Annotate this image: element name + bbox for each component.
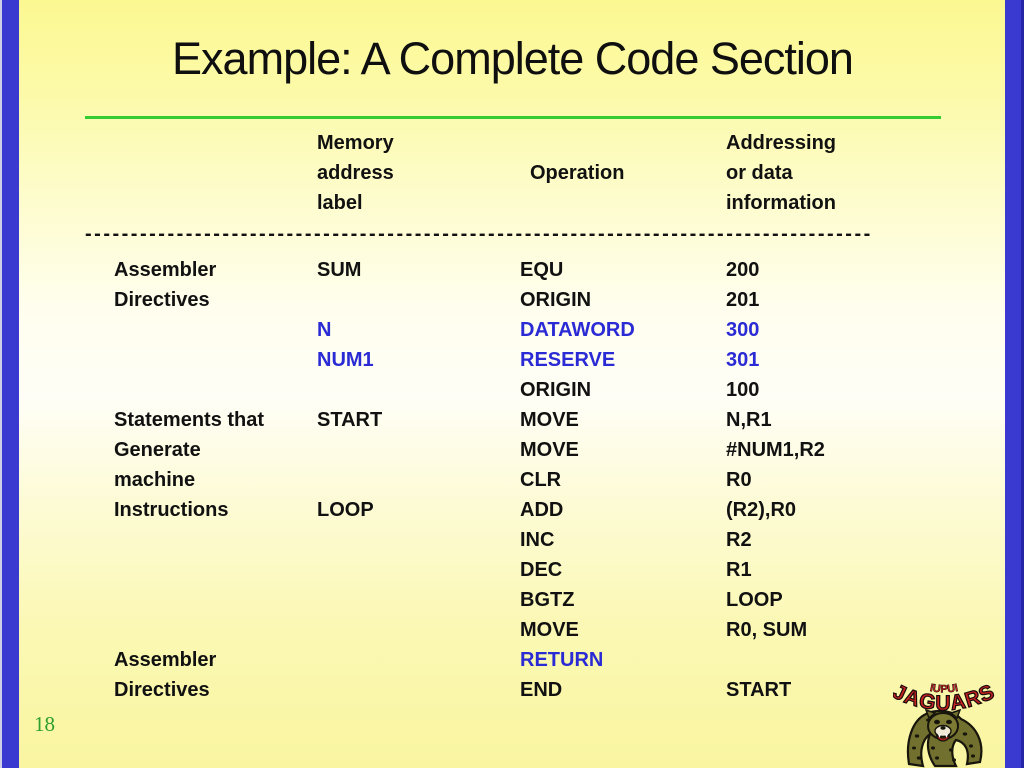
operand-cell: R0 <box>726 469 752 491</box>
header-line-information: information <box>726 192 836 214</box>
table-row: N DATAWORD 300 <box>0 315 1024 345</box>
operand-cell: R1 <box>726 559 752 581</box>
operation-cell: DATAWORD <box>520 319 635 341</box>
operation-cell: MOVE <box>520 619 579 641</box>
header-line-memory: Memory <box>317 132 394 154</box>
operand-cell: LOOP <box>726 589 783 611</box>
section-label-cell: Statements that <box>114 409 265 431</box>
operation-cell: BGTZ <box>520 589 575 611</box>
right-border-bar <box>1005 0 1024 768</box>
table-row: Assembler RETURN <box>0 645 1024 675</box>
operand-cell: (R2),R0 <box>726 499 797 521</box>
table-row: DEC R1 <box>0 555 1024 585</box>
table-row: Statements that START MOVE N,R1 <box>0 405 1024 435</box>
page-number: 18 <box>34 712 55 736</box>
header-line-label: label <box>317 192 363 214</box>
addressing-information-header: Addressing or data information <box>726 128 836 218</box>
table-row: MOVE R0, SUM <box>0 615 1024 645</box>
operation-header: Operation <box>530 162 625 184</box>
operation-cell: CLR <box>520 469 562 491</box>
operand-cell: R0, SUM <box>726 619 808 641</box>
table-row: Instructions LOOP ADD (R2),R0 <box>0 495 1024 525</box>
operation-cell: RETURN <box>520 649 604 671</box>
svg-text:IUPUI: IUPUI <box>929 682 959 695</box>
address-label-cell: NUM1 <box>317 349 374 371</box>
table-row: BGTZ LOOP <box>0 585 1024 615</box>
operation-cell: ADD <box>520 499 564 521</box>
header-line-or-data: or data <box>726 162 793 184</box>
table-row: Generate MOVE #NUM1,R2 <box>0 435 1024 465</box>
operation-cell: DEC <box>520 559 563 581</box>
address-label-cell: LOOP <box>317 499 374 521</box>
table-row: Directives END START <box>0 675 1024 705</box>
address-label-cell: START <box>317 409 383 431</box>
address-label-cell: N <box>317 319 332 341</box>
table-row: Directives ORIGIN 201 <box>0 285 1024 315</box>
operand-cell: 100 <box>726 379 760 401</box>
section-label-cell: Instructions <box>114 499 229 521</box>
address-label-cell: SUM <box>317 259 362 281</box>
operand-cell: 301 <box>726 349 760 371</box>
operand-cell: #NUM1,R2 <box>726 439 825 461</box>
jaguar-figure <box>906 708 983 768</box>
table-row: machine CLR R0 <box>0 465 1024 495</box>
section-label-cell: machine <box>114 469 196 491</box>
section-label-cell: Directives <box>114 679 210 701</box>
logo-school-text: IUPUI <box>929 682 960 696</box>
operand-cell: START <box>726 679 792 701</box>
operation-cell: END <box>520 679 563 701</box>
operation-cell: ORIGIN <box>520 379 592 401</box>
header-line-addressing: Addressing <box>726 132 837 154</box>
section-label-cell: Directives <box>114 289 210 311</box>
operation-cell: MOVE <box>520 409 579 431</box>
table-row: Assembler SUM EQU 200 <box>0 255 1024 285</box>
operation-cell: EQU <box>520 259 564 281</box>
title-underline-rule <box>85 116 941 119</box>
operand-cell: N,R1 <box>726 409 772 431</box>
section-label-cell: Assembler <box>114 259 217 281</box>
jaguars-logo: IUPUI JAGUARS <box>893 679 995 768</box>
operand-cell: 201 <box>726 289 760 311</box>
dashed-divider: ----------------------------------------… <box>85 223 873 245</box>
header-line-address: address <box>317 162 394 184</box>
operation-cell: MOVE <box>520 439 579 461</box>
operation-cell: RESERVE <box>520 349 616 371</box>
section-label-cell: Generate <box>114 439 201 461</box>
table-row: ORIGIN 100 <box>0 375 1024 405</box>
left-border-bar <box>0 0 19 768</box>
table-row: INC R2 <box>0 525 1024 555</box>
table-row: NUM1 RESERVE 301 <box>0 345 1024 375</box>
slide-title: Example: A Complete Code Section <box>172 33 854 84</box>
operand-cell: 200 <box>726 259 760 281</box>
operation-cell: INC <box>520 529 555 551</box>
operation-cell: ORIGIN <box>520 289 592 311</box>
section-label-cell: Assembler <box>114 649 217 671</box>
operand-cell: 300 <box>726 319 760 341</box>
operand-cell: R2 <box>726 529 752 551</box>
memory-address-label-header: Memory address label <box>317 128 394 218</box>
